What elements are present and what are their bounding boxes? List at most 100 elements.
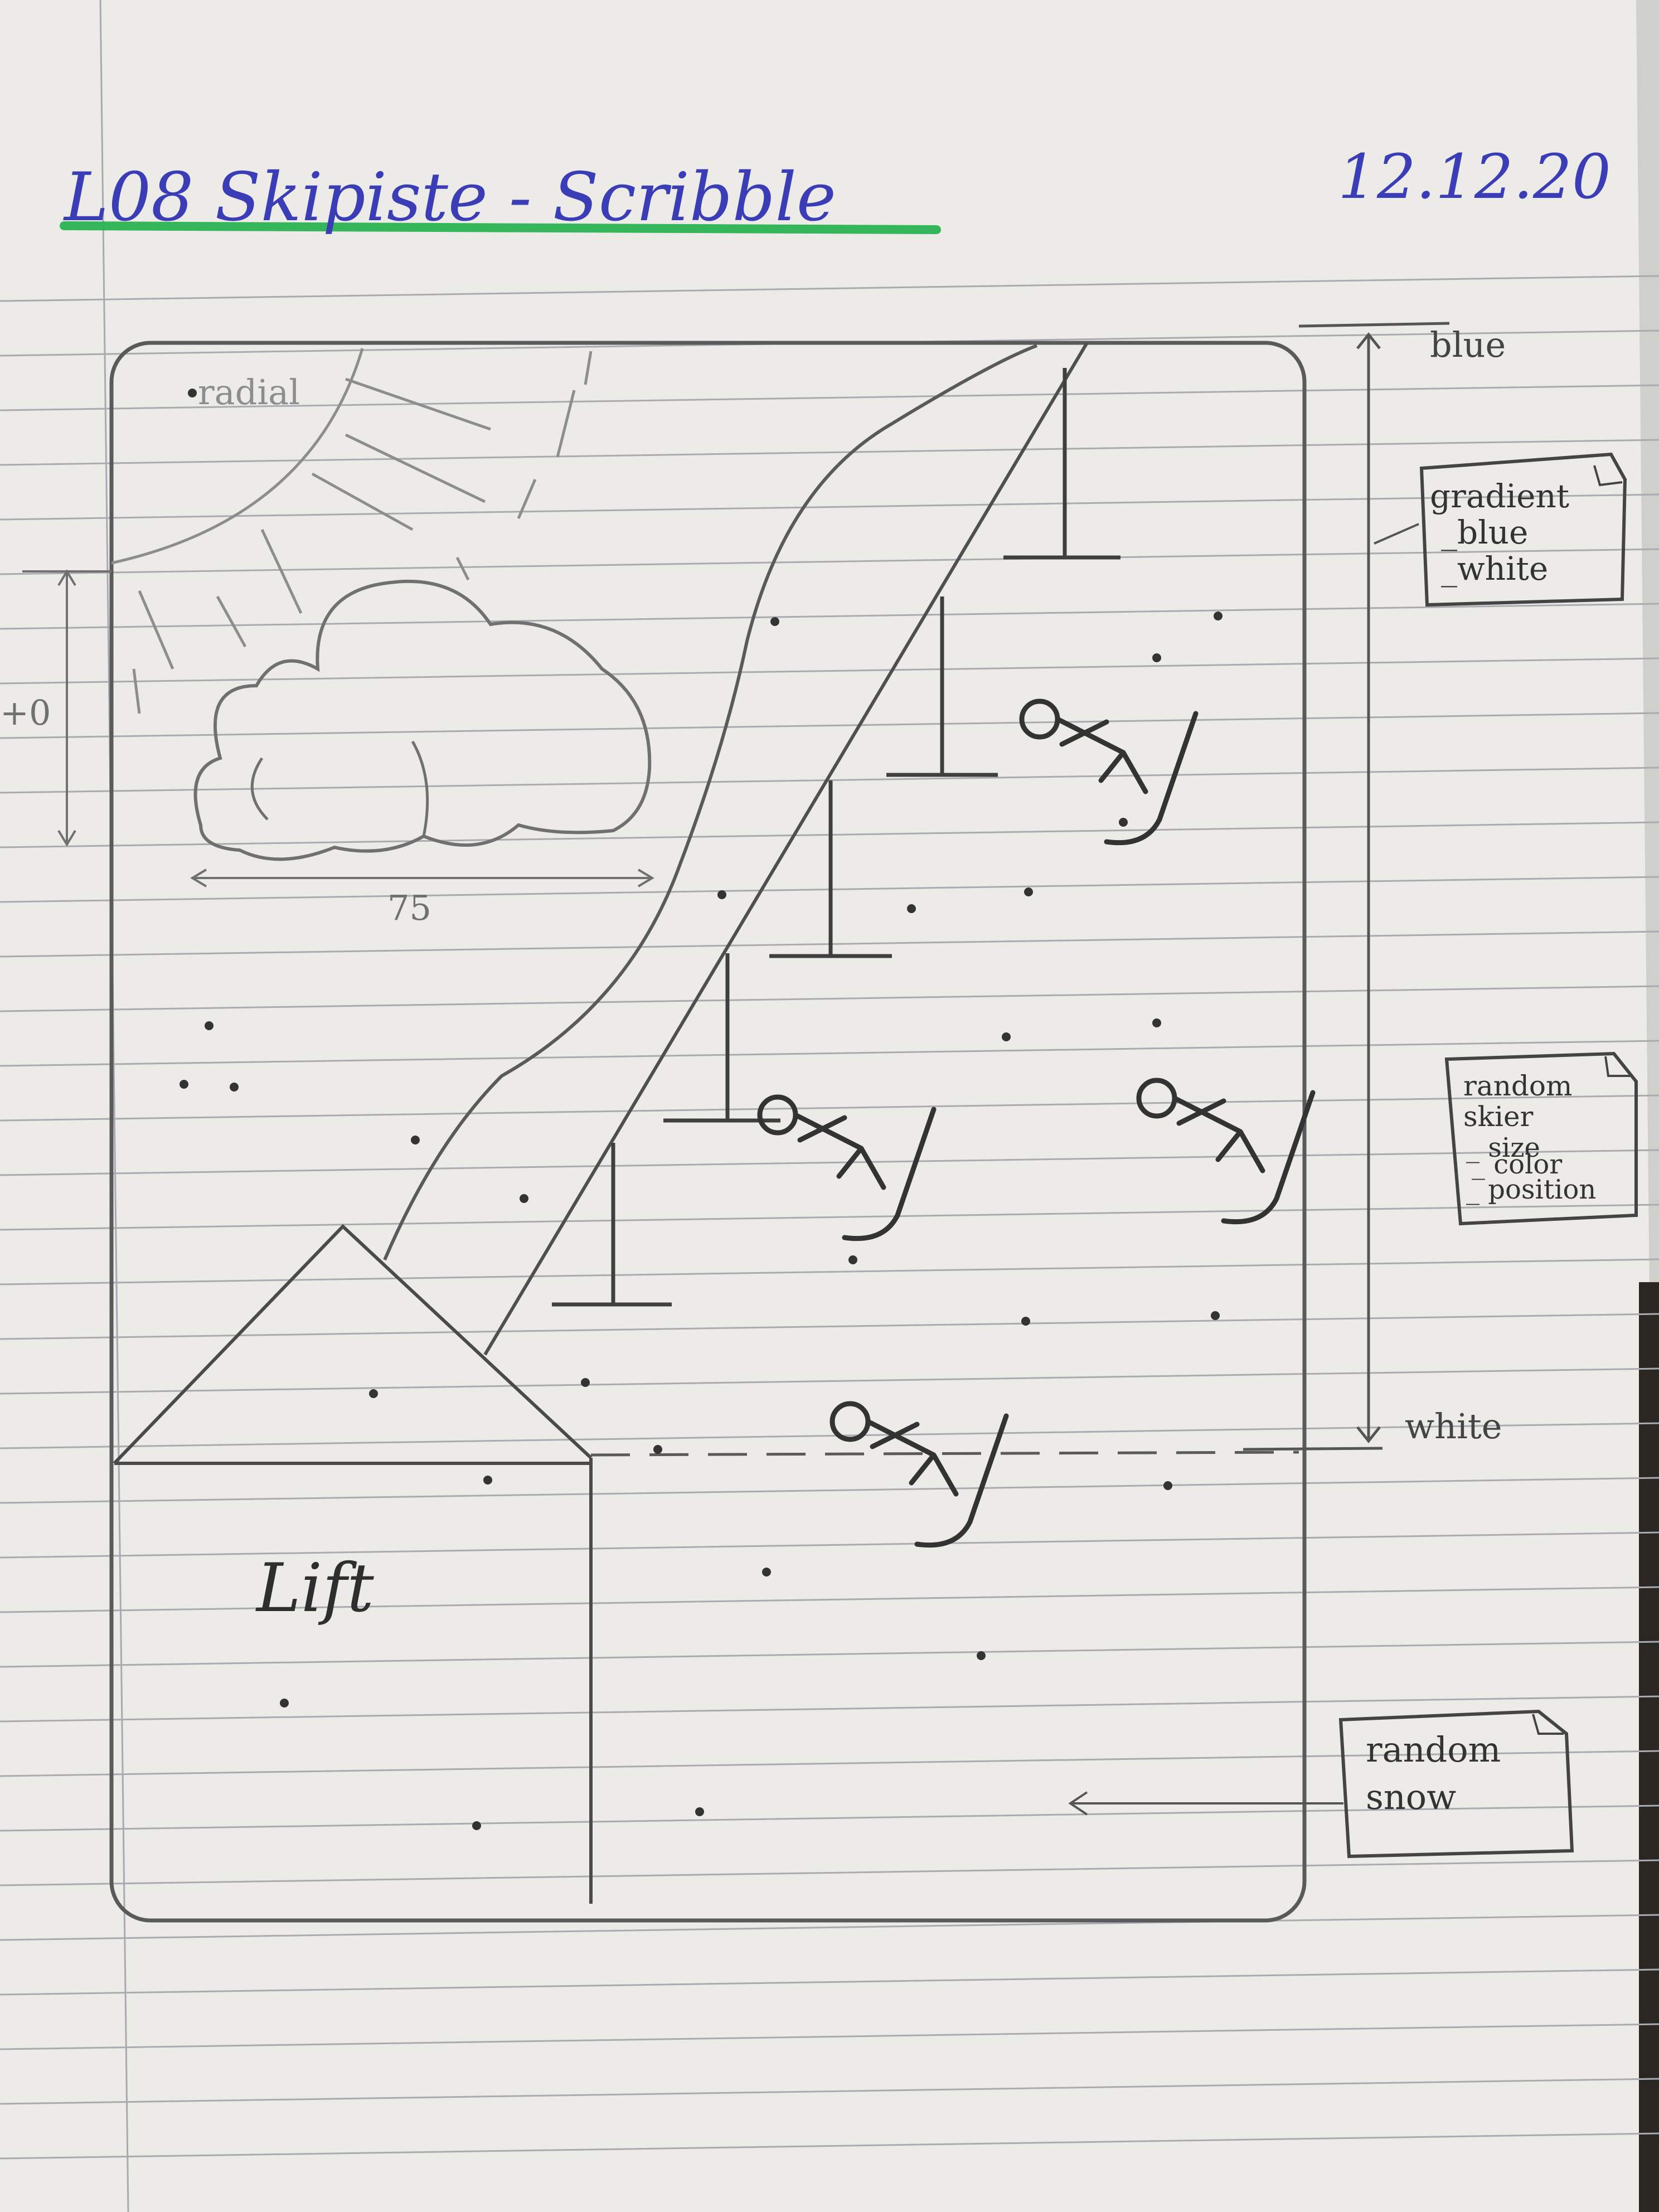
ruled-line [0, 2132, 1659, 2160]
snowflake [483, 1476, 492, 1485]
skier [1019, 698, 1199, 846]
ruled-line [0, 2023, 1659, 2050]
snowflake [770, 617, 779, 626]
piste-edge [383, 344, 1038, 1261]
snowflake [520, 1194, 528, 1203]
snowflake [180, 1080, 188, 1089]
ruled-line [0, 1531, 1659, 1559]
sun-ray [138, 590, 174, 670]
snowflake [695, 1807, 704, 1816]
skier-body [793, 1107, 937, 1241]
ruled-line [0, 1968, 1659, 1996]
snowflake [280, 1699, 289, 1707]
snowflake [411, 1136, 420, 1144]
ruled-line [0, 1641, 1659, 1668]
skier-body [1172, 1090, 1316, 1225]
gradient-bottom-label: white [1405, 1406, 1502, 1447]
skier-note-item: _ size [1466, 1132, 1540, 1163]
snowflake [1214, 612, 1223, 620]
ruled-line [0, 1695, 1659, 1723]
sun-ray [345, 377, 491, 431]
snowflake [717, 890, 726, 899]
snowflake [1119, 818, 1128, 827]
ruled-line [0, 2078, 1659, 2105]
lift-label: Lift [255, 1550, 374, 1627]
ruled-line [0, 1422, 1659, 1449]
cloud-height-dimension [22, 569, 111, 847]
skier [830, 1401, 1009, 1548]
ruled-line [0, 1477, 1659, 1504]
snowflake [1152, 653, 1161, 662]
canvas-frame [109, 341, 1307, 1923]
gradient-note-item: _white [1441, 550, 1548, 588]
title-underline [60, 221, 941, 234]
sun-ray [455, 556, 470, 581]
snowflakes [180, 389, 1223, 1830]
gradient-note-pointer [1374, 523, 1419, 545]
ruled-line [0, 439, 1659, 466]
gradient-top-label: blue [1430, 324, 1506, 365]
ruled-line [0, 1914, 1659, 1941]
snowflake [230, 1083, 239, 1092]
ruled-line [0, 548, 1659, 575]
snowflake [977, 1651, 986, 1660]
ruled-line [0, 1750, 1659, 1777]
skier-note-item: _ color [1472, 1149, 1562, 1180]
gradient-arrow [1243, 322, 1450, 1451]
snowflake [1211, 1311, 1220, 1320]
ruled-line [0, 657, 1659, 685]
ruled-line [0, 985, 1659, 1012]
snowflake [1021, 1317, 1030, 1326]
sun-ray [584, 351, 593, 385]
lift-house [113, 1224, 593, 1904]
cloud-height-label: +0 [0, 692, 51, 733]
snowflake [1152, 1018, 1161, 1027]
lift-cable [483, 342, 1089, 1356]
snowflake [762, 1568, 771, 1576]
skier [757, 1094, 937, 1241]
ruled-line [0, 1040, 1659, 1067]
skier-body [1055, 711, 1199, 846]
ruled-line [0, 493, 1659, 521]
snowflake [188, 389, 197, 397]
ruled-line [0, 603, 1659, 630]
ruled-line [0, 1804, 1659, 1832]
ruled-line [0, 1313, 1659, 1340]
gradient-end-line [590, 1451, 1299, 1457]
skier-body [865, 1413, 1009, 1548]
ruled-line [0, 1859, 1659, 1886]
sun [111, 348, 593, 714]
snowflake [472, 1821, 481, 1830]
ruled-line [0, 1094, 1659, 1122]
ruled-line [0, 1149, 1659, 1176]
ruled-line [0, 275, 1659, 302]
snowflake [1002, 1032, 1011, 1041]
snowflake [369, 1389, 378, 1398]
table-edge [1639, 1282, 1659, 2212]
sun-ray [345, 433, 486, 503]
ruled-line [0, 1204, 1659, 1231]
snowflake [205, 1021, 214, 1030]
page-title: L08 Skipiste - Scribble [63, 159, 836, 236]
ruled-line [0, 1586, 1659, 1613]
skier [1136, 1078, 1316, 1225]
snowflake [653, 1445, 662, 1454]
cloud [193, 579, 652, 861]
gradient-note-item: _blue [1441, 513, 1528, 551]
sun-ray [132, 668, 141, 714]
margin-line [99, 0, 129, 2212]
ruled-line [0, 712, 1659, 739]
snowflake [848, 1255, 857, 1264]
gradient-note: gradient _blue _white [1419, 452, 1627, 607]
snowflake [1024, 887, 1033, 896]
snowflake [907, 904, 916, 913]
sun-label: radial [198, 372, 300, 413]
ruled-line [0, 1258, 1659, 1286]
skiers [757, 698, 1316, 1548]
